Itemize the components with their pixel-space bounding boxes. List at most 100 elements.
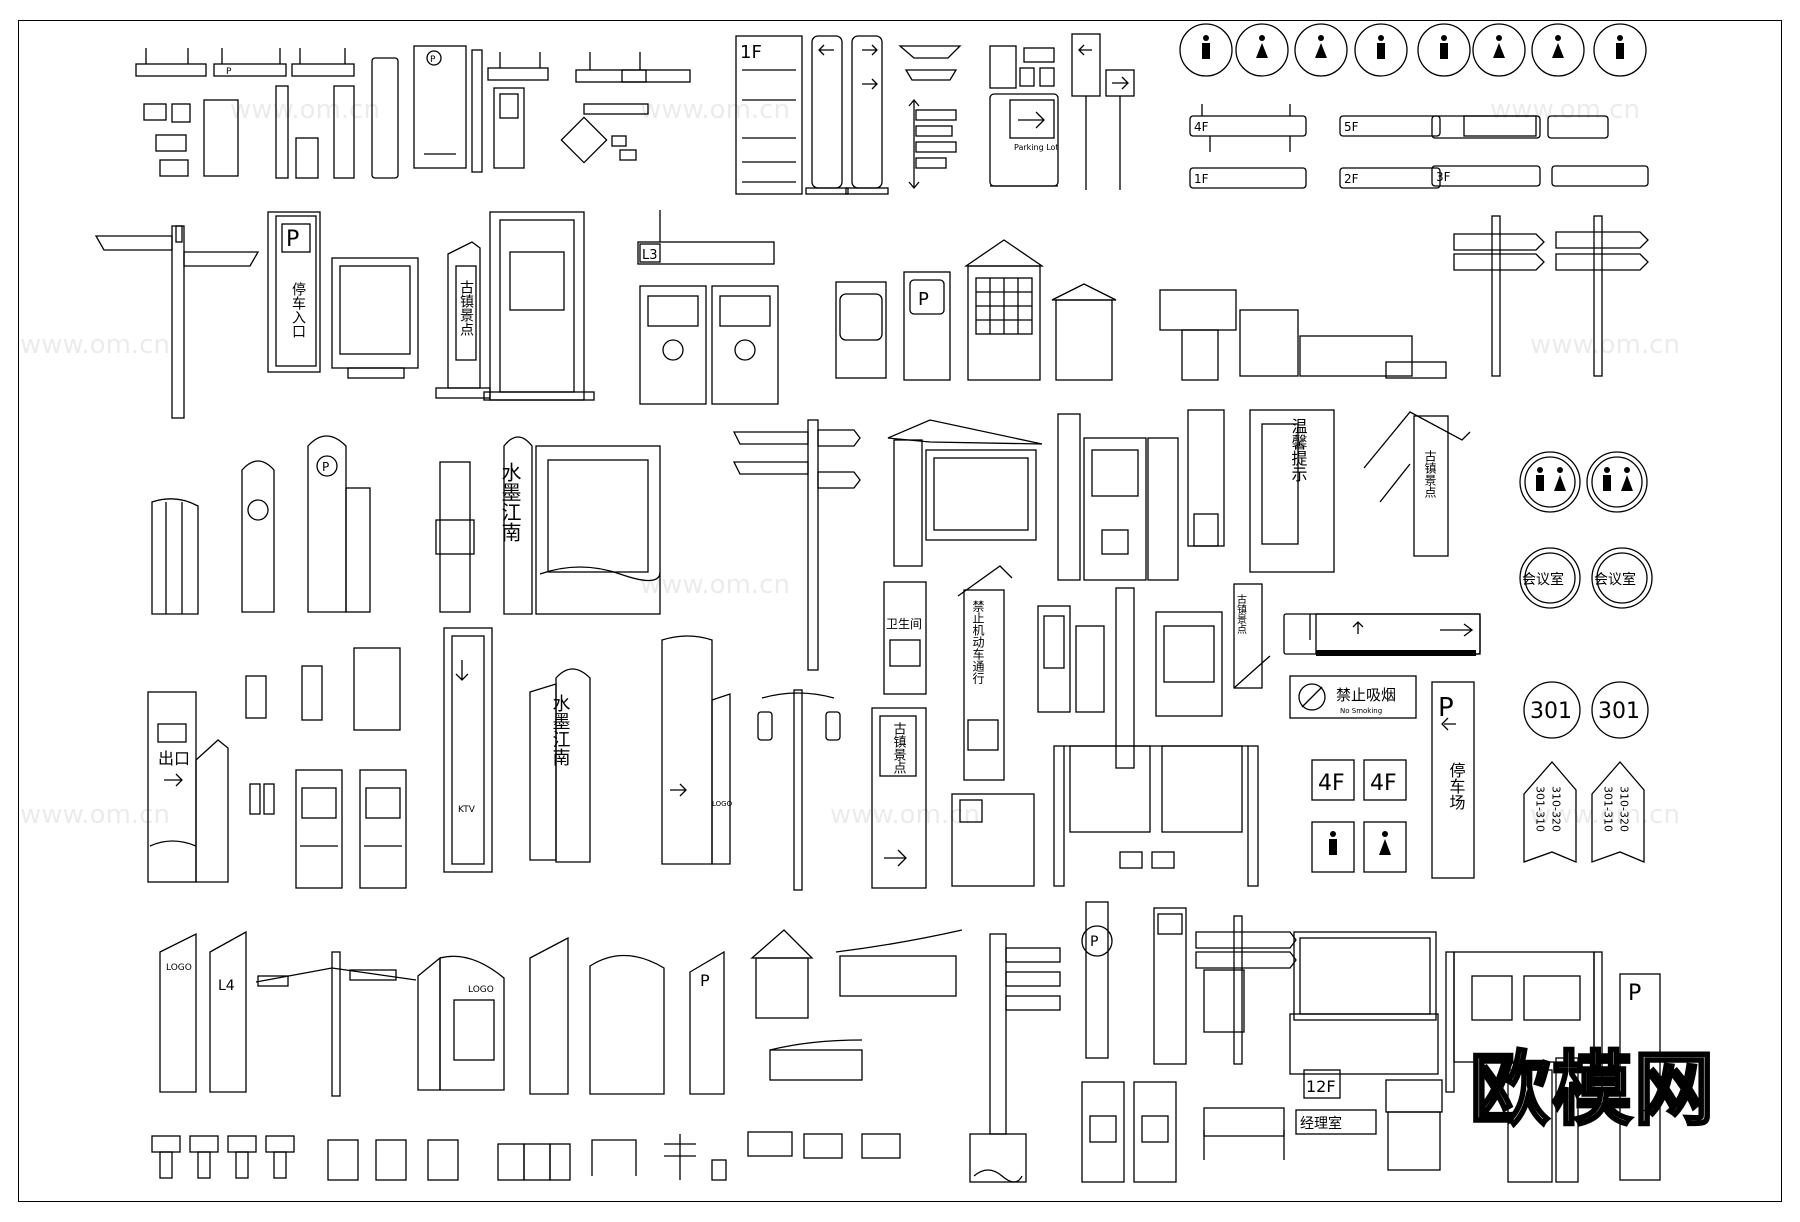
- no-smoking-label: 禁止吸烟: [1336, 686, 1396, 704]
- room-301-a: 301: [1530, 699, 1572, 724]
- range-label-a: 301-310: [1534, 786, 1547, 832]
- road-fingerpost-center: [732, 419, 861, 671]
- svg-text:P: P: [1628, 981, 1641, 1006]
- svg-text:LOGO: LOGO: [712, 800, 733, 808]
- svg-text:古镇景点: 古镇景点: [1423, 449, 1437, 498]
- svg-text:古镇景点: 古镇景点: [891, 722, 907, 774]
- small-roof-notice: [750, 929, 863, 1081]
- blank-display-board: [331, 257, 419, 379]
- floor-hanging-boards: 4F 1F 5F 2F 3F: [1189, 104, 1649, 189]
- svg-text:P: P: [918, 289, 929, 310]
- jiangnan-pylon-row4: 水墨江南: [529, 668, 591, 863]
- room-number-plaques: 301 301 301-310 310-320 301-310 310-320: [1523, 681, 1649, 863]
- jiangnan-entrance-gate: 水墨江南: [435, 436, 661, 615]
- kiosk-machines: 温馨提示: [1057, 409, 1335, 581]
- tall-pillar-sign: LOGO: [661, 635, 733, 865]
- 4f-toilet-plaques: 4F 4F: [1311, 759, 1407, 873]
- svg-text:1F: 1F: [1194, 172, 1209, 186]
- double-street-lamp: [757, 689, 841, 891]
- svg-text:310-320: 310-320: [1618, 786, 1631, 832]
- meeting-room-label-2: 会议室: [1594, 571, 1636, 588]
- fingerposts-right: [1453, 215, 1649, 377]
- vertical-arrow-pylons: [805, 35, 889, 195]
- parking-lot-sign: Parking Lot: [989, 45, 1059, 187]
- parking-entrance-text: 停车入口: [290, 281, 306, 338]
- parking-label: 停车场: [1447, 762, 1466, 811]
- big-blank-board: [1289, 931, 1439, 1075]
- parking-vertical-sign: P 停车场: [1431, 681, 1475, 879]
- ktv-label: KTV: [458, 805, 476, 815]
- room-301-b: 301: [1598, 699, 1640, 724]
- curved-roof-pylons: P: [529, 936, 725, 1095]
- directory-tall-pylon-2: [1153, 907, 1187, 1065]
- toilet-label: 卫生间: [886, 617, 922, 631]
- twin-bins-row4: [295, 769, 407, 889]
- exit-label: 出口: [158, 749, 190, 768]
- parking-pylon-small: P: [413, 45, 483, 173]
- svg-text:P: P: [700, 971, 710, 990]
- floor-1f-label: 1F: [740, 42, 762, 63]
- recycling-bins-l3: L3: [637, 210, 779, 405]
- bottom-bins-and-boards: 12F 经理室: [1081, 1057, 1579, 1183]
- toilet-direction-board: [1283, 613, 1481, 656]
- garden-signs-row: P: [835, 239, 1447, 381]
- exit-arrow-pylon: [1071, 33, 1135, 190]
- pavilion-notice-board: [887, 419, 1043, 567]
- watermark-url-1: www.om.cn: [230, 95, 380, 125]
- watermark-url-6: www.om.cn: [640, 570, 790, 600]
- svg-text:P: P: [1090, 934, 1098, 950]
- svg-text:P: P: [322, 460, 329, 474]
- jiangnan-text: 水墨江南: [498, 462, 522, 542]
- svg-text:4F: 4F: [1194, 120, 1209, 134]
- svg-text:2F: 2F: [1344, 172, 1359, 186]
- toilet-round-icons: [1179, 23, 1647, 77]
- meeting-room-label-1: 会议室: [1522, 571, 1564, 588]
- watermark-url-2: www.om.cn: [640, 95, 790, 125]
- svg-text:301-310: 301-310: [1602, 786, 1615, 832]
- parking-tall-row5: P: [1619, 973, 1661, 1181]
- sheet-border: [18, 20, 1782, 1202]
- no-vehicle-text: 禁止机动车通行: [971, 600, 985, 684]
- hanging-strip-signs-group: P: [135, 48, 399, 179]
- range-label-b: 310-320: [1550, 786, 1563, 832]
- svg-text:LOGO: LOGO: [468, 985, 494, 995]
- scenic-spot-pylon: 古镇景点: [435, 241, 491, 399]
- watermark-url-9: www.om.cn: [1530, 800, 1680, 830]
- info-board-with-rocks: 古镇景点: [1233, 583, 1271, 689]
- no-smoking-en: No Smoking: [1340, 707, 1382, 715]
- logo-label: LOGO: [166, 963, 192, 973]
- small-wall-plates: [245, 647, 401, 815]
- toilet-signboard: 卫生间: [883, 581, 927, 695]
- svg-text:古镇景点: 古镇景点: [1235, 593, 1247, 635]
- scenic-spot-text: 古镇景点: [458, 280, 474, 336]
- svg-text:P: P: [1438, 693, 1454, 723]
- svg-text:水墨江南: 水墨江南: [550, 694, 571, 766]
- svg-text:3F: 3F: [1436, 170, 1451, 184]
- hanging-direction-arrows: [898, 45, 962, 190]
- parking-entrance-pylon: P 停车入口: [267, 211, 321, 373]
- no-smoking-sign: 禁止吸烟 No Smoking: [1289, 675, 1417, 719]
- directory-boards-small: [487, 52, 691, 169]
- bench-boards-row: [1053, 745, 1259, 887]
- watermark-url-5: www.om.cn: [1530, 330, 1680, 360]
- directory-pylon-ktv: KTV: [443, 627, 493, 873]
- no-vehicle-pylon: 禁止机动车通行: [951, 565, 1035, 887]
- svg-text:4F: 4F: [1318, 771, 1345, 796]
- logo-display-gate: LOGO: [417, 955, 505, 1091]
- staircase-sign: 古镇景点: [1363, 411, 1471, 557]
- svg-text:P: P: [430, 55, 436, 65]
- curved-top-banner: [835, 929, 963, 997]
- watermark-url-7: www.om.cn: [20, 800, 170, 830]
- floor-12f-label: 12F: [1306, 1077, 1336, 1096]
- large-display-frame: [483, 211, 595, 401]
- scenic-arrow-board: 古镇景点: [871, 707, 927, 889]
- parking-lot-label: Parking Lot: [1014, 143, 1059, 152]
- parking-info-pylons: [1037, 587, 1223, 769]
- p-label: P: [226, 67, 232, 77]
- exit-pylon: 出口: [147, 691, 229, 883]
- tall-directional-tower: [969, 933, 1061, 1183]
- archway-post-sign: [255, 951, 417, 1097]
- watermark-url-8: www.om.cn: [830, 800, 980, 830]
